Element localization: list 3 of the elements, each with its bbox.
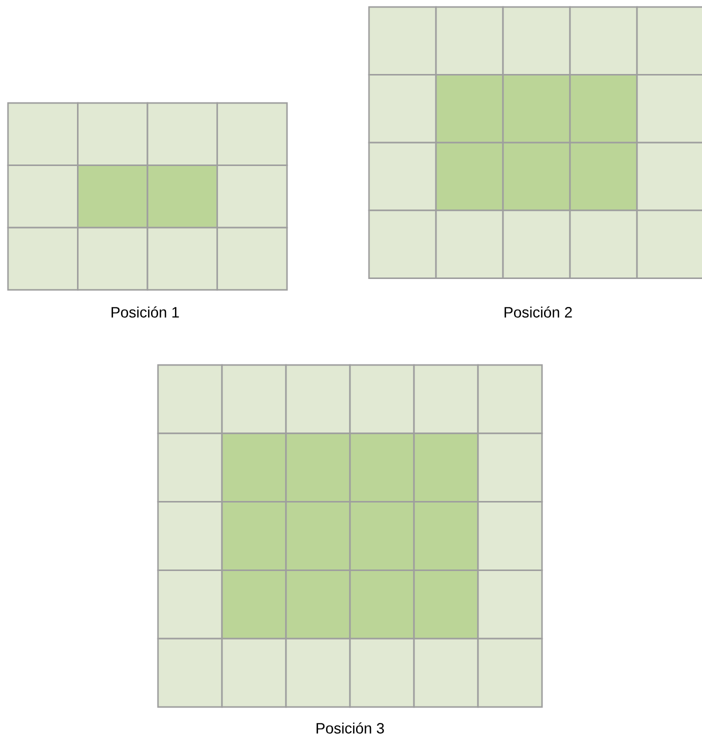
caption: Posición 2 bbox=[504, 306, 572, 318]
caption: Posición 3 bbox=[316, 722, 384, 734]
caption: Posición 1 bbox=[112, 306, 179, 318]
